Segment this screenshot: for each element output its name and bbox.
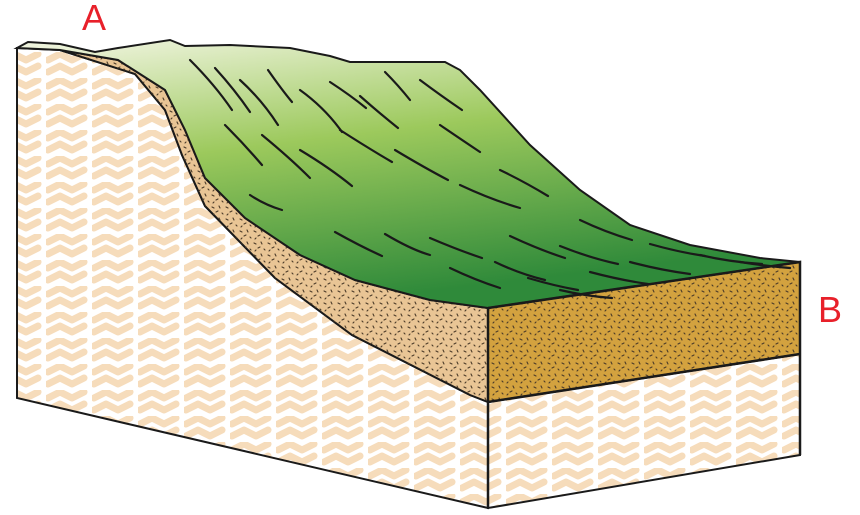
point-b-label: B — [818, 292, 842, 328]
point-a-label: A — [82, 0, 106, 36]
